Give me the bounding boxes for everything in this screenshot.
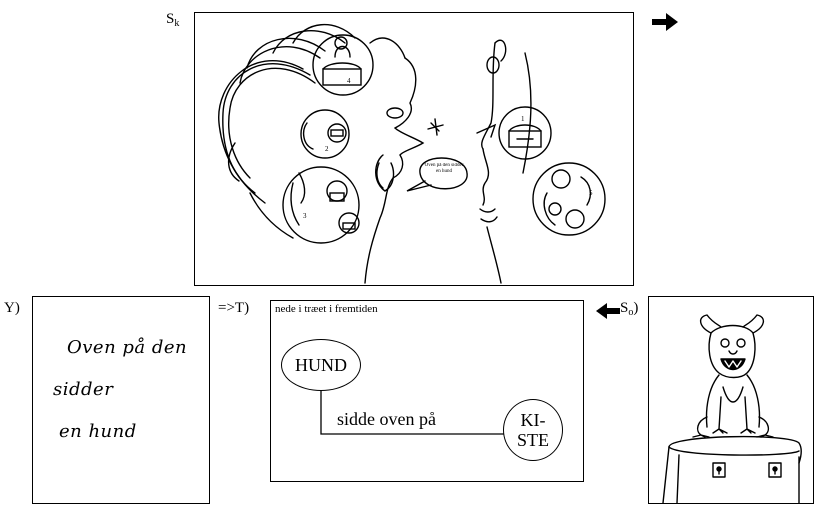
- right-thought-bubbles: [499, 107, 605, 235]
- left-head-face: [365, 58, 423, 283]
- y-line-3: en hund: [59, 421, 137, 442]
- speech-bubble-text: Oven på den sidder en hund: [424, 163, 464, 175]
- node-kiste-line1: KI-: [521, 410, 546, 430]
- t-label: =>T): [218, 301, 249, 316]
- s-k-subscript: k: [174, 18, 179, 29]
- y-line-1: Oven på den: [67, 337, 187, 358]
- y-text-panel: Oven på den sidder en hund: [32, 296, 210, 504]
- s-o-illustration-panel: [648, 296, 814, 504]
- y-line-2: sidder: [53, 379, 113, 400]
- right-arrow-icon: [652, 13, 678, 36]
- top-illustration-panel: 4 2 3 Oven på den sidder en hund: [194, 12, 634, 286]
- right-head: [477, 40, 531, 283]
- s-k-label: Sk: [166, 12, 179, 31]
- left-head-hair: [219, 25, 405, 238]
- edge-label: sidde oven på: [337, 409, 436, 430]
- s-o-paren: ): [633, 300, 638, 316]
- node-hund-label: HUND: [295, 355, 347, 375]
- node-kiste: KI- STE: [503, 399, 563, 461]
- heads-illustration: 4 2 3 Oven på den sidder en hund: [195, 13, 633, 285]
- svg-text:4: 4: [347, 77, 351, 85]
- t-graph-panel: nede i træet i fremtiden HUND sidde oven…: [270, 300, 584, 482]
- y-label: Y): [4, 301, 20, 316]
- svg-text:5: 5: [589, 189, 593, 197]
- node-kiste-line2: STE: [517, 430, 549, 450]
- left-arrow-icon: [596, 303, 620, 324]
- dog-on-chest-illustration: [649, 297, 813, 503]
- node-hund: HUND: [281, 339, 361, 391]
- s-o-label: So): [620, 301, 638, 320]
- svg-text:3: 3: [303, 212, 307, 220]
- svg-text:1: 1: [521, 115, 525, 123]
- svg-text:2: 2: [325, 145, 329, 153]
